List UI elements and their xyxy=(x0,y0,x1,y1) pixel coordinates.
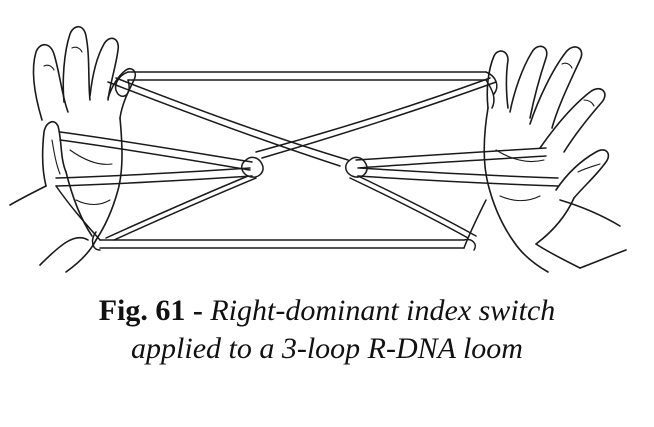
string-figure-icon xyxy=(55,71,559,251)
figure-caption: Fig. 61 - Right-dominant index switch ap… xyxy=(0,292,654,368)
caption-line-1: Fig. 61 - Right-dominant index switch xyxy=(0,292,654,330)
right-hand-icon xyxy=(483,45,627,273)
caption-line-2: applied to a 3-loop R-DNA loom xyxy=(0,330,654,368)
figure-label: Fig. 61 - xyxy=(98,294,203,327)
figure-title-line-2: applied to a 3-loop R-DNA loom xyxy=(131,332,523,365)
figure-title-line-1: Right-dominant index switch xyxy=(210,294,556,327)
left-hand-icon xyxy=(9,25,137,273)
